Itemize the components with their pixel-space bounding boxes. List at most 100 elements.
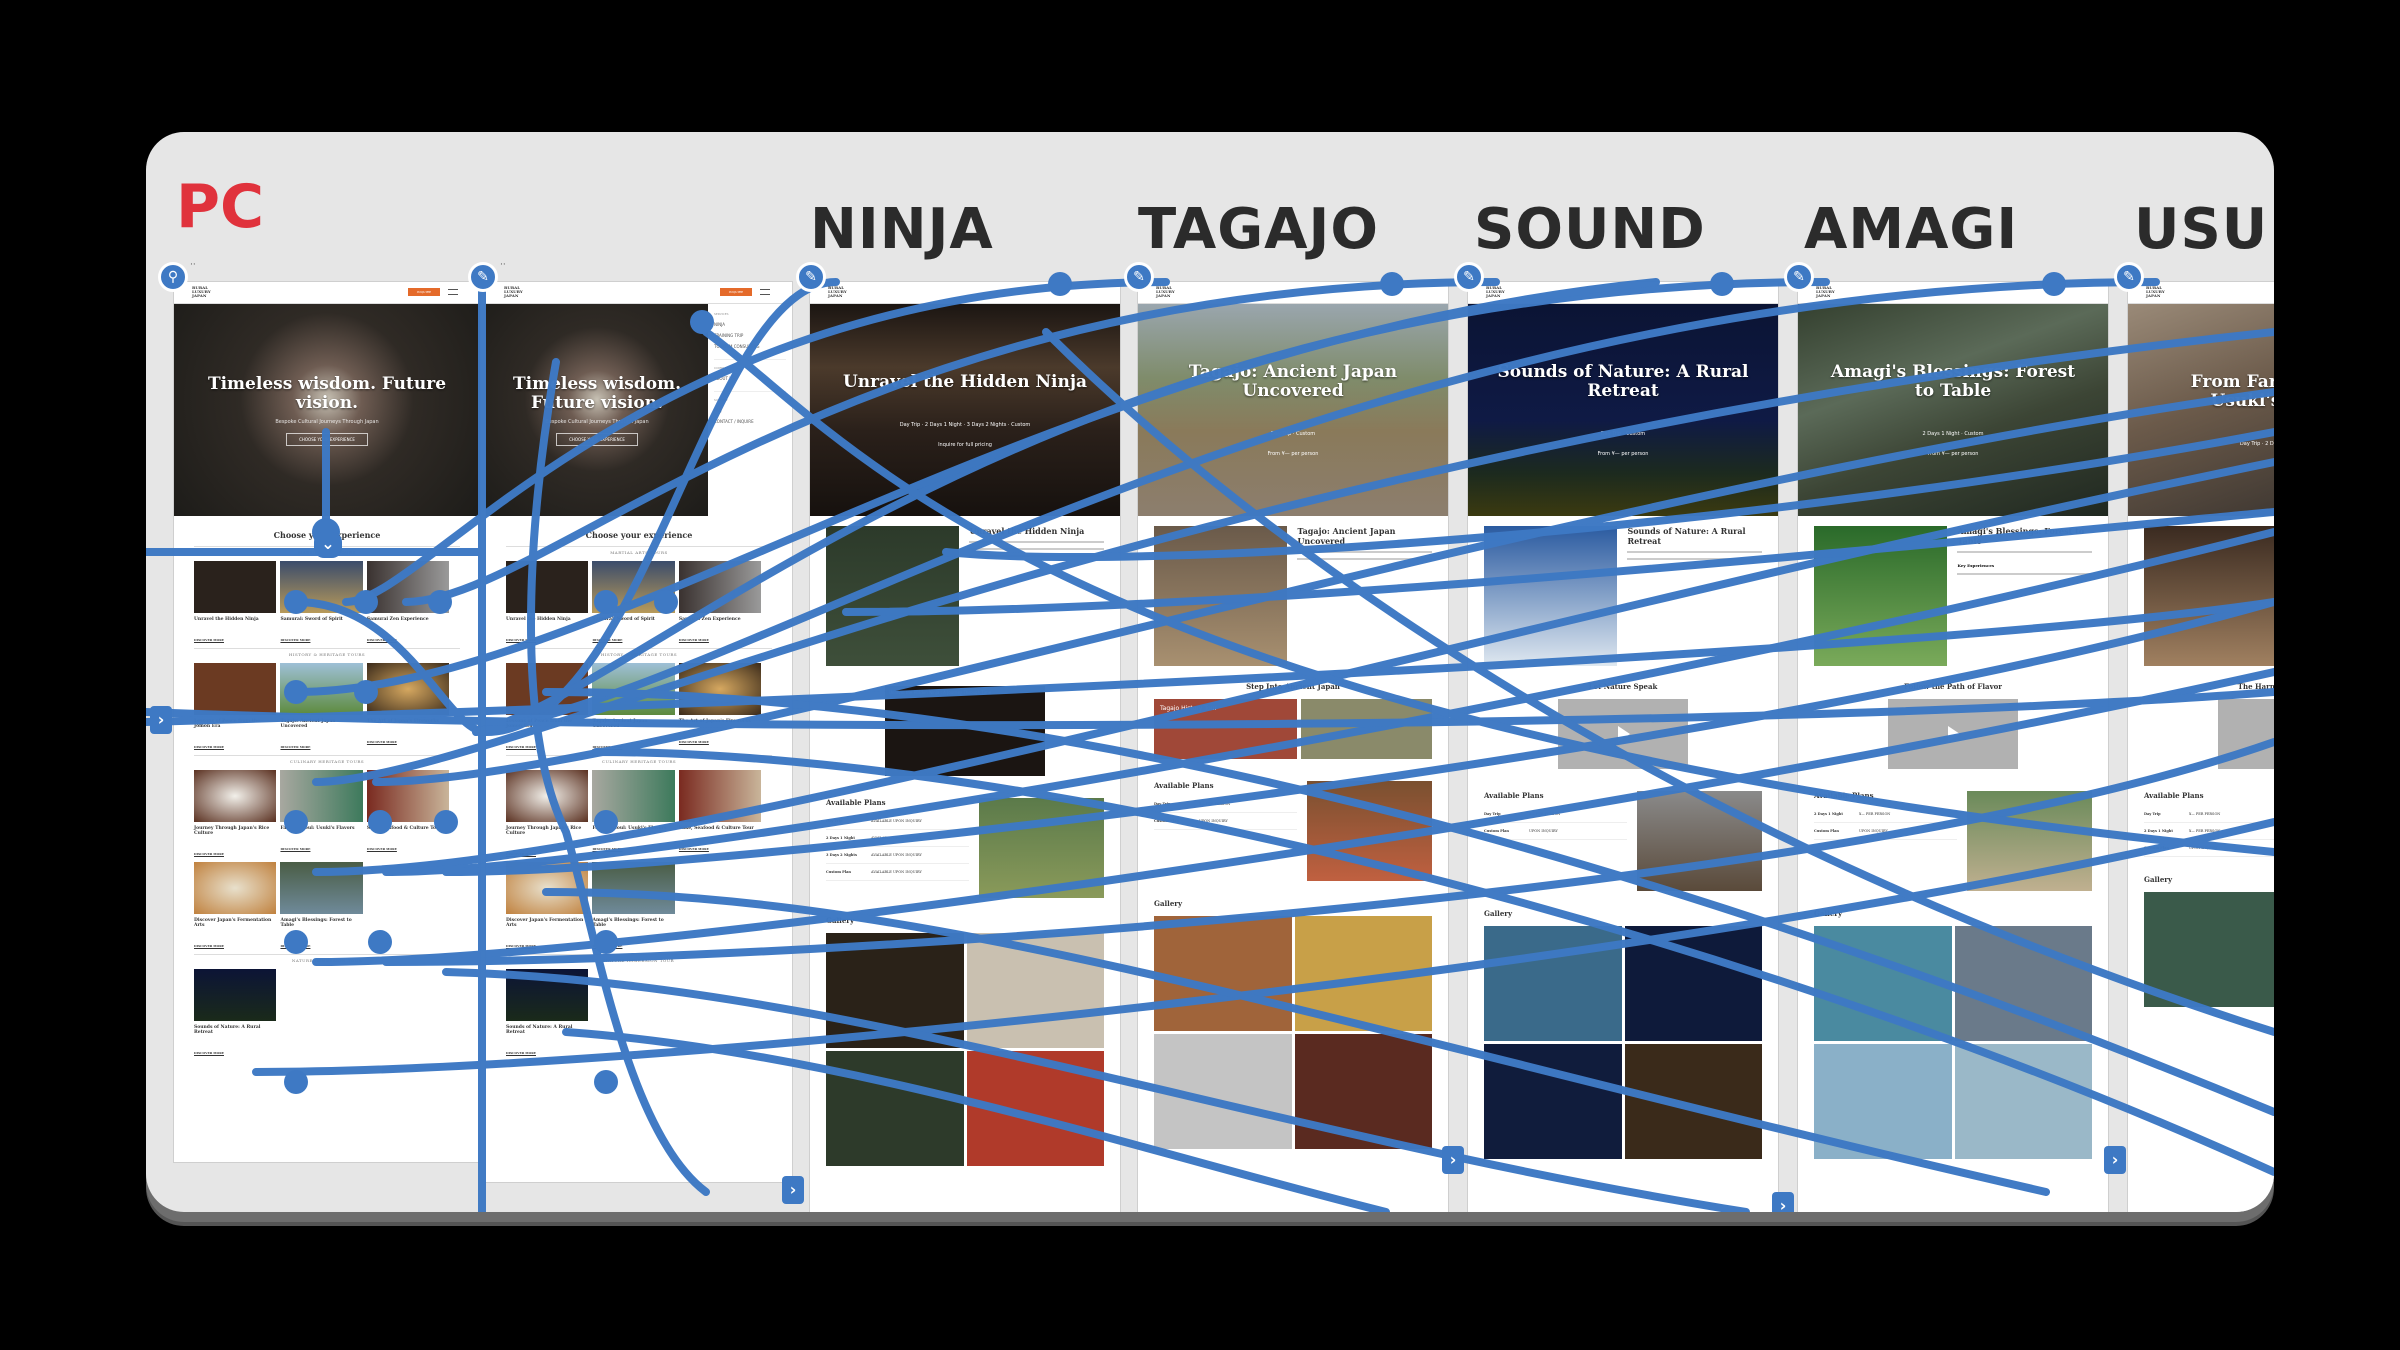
discover-more-link[interactable]: DISCOVER MORE: [506, 944, 536, 948]
menu-item[interactable]: ABOUT US: [714, 376, 735, 381]
flow-start-pin-icon[interactable]: ✎: [2114, 262, 2144, 292]
menu-item[interactable]: NINJA: [714, 322, 726, 327]
video-thumb[interactable]: Tagajo History Tour: [1154, 699, 1297, 759]
intro-title: Sounds of Nature: A Rural Retreat: [1627, 526, 1746, 546]
frame-home-menu-open[interactable]: RURAL LUXURY JAPAN INQUIRE Timeless wisd…: [486, 282, 792, 1182]
site-logo[interactable]: RURAL LUXURY JAPAN: [2146, 285, 2165, 298]
video-embed[interactable]: Unravel the Hidden Ninja : A Journey Thr…: [885, 686, 1045, 776]
discover-more-link[interactable]: DISCOVER MORE: [194, 745, 224, 749]
connection-arrow-icon[interactable]: ›: [1772, 1192, 1794, 1212]
site-logo[interactable]: RURAL LUXURY JAPAN: [504, 285, 523, 298]
menu-item[interactable]: TOURISM CONSULTING: [714, 344, 760, 349]
discover-more-link[interactable]: DISCOVER MORE: [506, 852, 536, 856]
menu-icon[interactable]: [760, 289, 770, 295]
choose-experience-button[interactable]: CHOOSE YOUR EXPERIENCE: [286, 432, 368, 446]
discover-more-link[interactable]: DISCOVER MORE: [678, 638, 709, 642]
discover-more-link[interactable]: DISCOVER MORE: [194, 1051, 224, 1055]
discover-more-link[interactable]: DISCOVER MORE: [592, 638, 623, 642]
discover-more-link[interactable]: DISCOVER MORE: [366, 740, 397, 744]
choose-experience-button[interactable]: CHOOSE YOUR EXPERIENCE: [556, 432, 638, 446]
discover-more-link[interactable]: DISCOVER MORE: [506, 638, 536, 642]
discover-more-link[interactable]: DISCOVER MORE: [194, 944, 224, 948]
plans-title: Available Plans: [1154, 781, 1214, 790]
flow-start-pin-icon[interactable]: ✎: [796, 262, 826, 292]
inquire-button[interactable]: INQUIRE: [720, 288, 752, 296]
site-logo[interactable]: RURAL LUXURY JAPAN: [828, 285, 847, 298]
connection-arrow-icon[interactable]: ›: [1442, 1146, 1464, 1174]
video-placeholder[interactable]: [1558, 699, 1688, 769]
connection-arrow-icon[interactable]: ›: [150, 706, 172, 734]
frame-usu[interactable]: RURAL LUXURY JAPAN From Farm to Soul: Us…: [2128, 282, 2274, 1212]
flow-start-pin-icon[interactable]: ✎: [468, 262, 498, 292]
menu-item[interactable]: TRAINING TRIP: [714, 333, 744, 338]
discover-more-link[interactable]: DISCOVER MORE: [366, 638, 397, 642]
video-placeholder[interactable]: [1888, 699, 2018, 769]
connection-arrow-icon[interactable]: ›: [2104, 1146, 2126, 1174]
site-logo[interactable]: RURAL LUXURY JAPAN: [1816, 285, 1835, 298]
discover-more-link[interactable]: DISCOVER MORE: [194, 852, 224, 856]
menu-item[interactable]: FAQ: [714, 408, 722, 413]
frame-handle-icon[interactable]: ··: [500, 260, 506, 270]
video-section-title: Follow the Path of Flavor: [1904, 682, 2002, 691]
flow-start-pin-icon[interactable]: ✎: [1454, 262, 1484, 292]
discover-more-link[interactable]: DISCOVER MORE: [592, 745, 623, 749]
frame-handle-icon[interactable]: ··: [190, 260, 196, 270]
discover-more-link[interactable]: DISCOVER MORE: [280, 847, 311, 851]
site-logo[interactable]: RURAL LUXURY JAPAN: [1486, 285, 1505, 298]
flow-start-pin-icon[interactable]: ⚲: [158, 262, 188, 292]
discover-more-link[interactable]: DISCOVER MORE: [366, 847, 397, 851]
discover-more-link[interactable]: DISCOVER MORE: [678, 740, 709, 744]
menu-icon[interactable]: [448, 289, 458, 295]
discover-more-link[interactable]: DISCOVER MORE: [280, 638, 311, 642]
inquire-button[interactable]: INQUIRE: [408, 288, 440, 296]
flow-start-pin-icon[interactable]: ✎: [1124, 262, 1154, 292]
frame-home[interactable]: RURAL LUXURY JAPAN INQUIRE Timeless wisd…: [174, 282, 480, 1162]
discover-more-link[interactable]: DISCOVER MORE: [506, 1051, 536, 1055]
discover-more-link[interactable]: DISCOVER MORE: [280, 745, 311, 749]
prototype-canvas[interactable]: PC NINJA TAGAJO SOUND AMAGI USU RURAL LU…: [146, 132, 2274, 1212]
site-logo[interactable]: RURAL LUXURY JAPAN: [1156, 285, 1175, 298]
video-placeholder[interactable]: [2218, 699, 2274, 769]
flow-start-pin-icon[interactable]: ✎: [1784, 262, 1814, 292]
frame-sound[interactable]: RURAL LUXURY JAPAN Sounds of Nature: A R…: [1468, 282, 1778, 1212]
frame-amagi[interactable]: RURAL LUXURY JAPAN Amagi's Blessings: Fo…: [1798, 282, 2108, 1212]
discover-more-link[interactable]: DISCOVER MORE: [678, 847, 709, 851]
frame-tagajo[interactable]: RURAL LUXURY JAPAN Tagajo: Ancient Japan…: [1138, 282, 1448, 1212]
discover-more-link[interactable]: DISCOVER MORE: [280, 944, 311, 948]
connection-arrow-icon[interactable]: ›: [782, 1176, 804, 1204]
discover-more-link[interactable]: DISCOVER MORE: [592, 847, 623, 851]
video-thumb[interactable]: [1301, 699, 1432, 759]
discover-more-link[interactable]: DISCOVER MORE: [592, 944, 623, 948]
category-label: NATURE IMMERSION TOUR: [194, 954, 460, 963]
site-logo[interactable]: RURAL LUXURY JAPAN: [192, 285, 211, 298]
discover-more-link[interactable]: DISCOVER MORE: [194, 638, 224, 642]
menu-item[interactable]: CONTACT / INQUIRE: [714, 419, 754, 424]
chevron-down-icon[interactable]: ⌄: [314, 532, 342, 558]
discover-more-link[interactable]: DISCOVER MORE: [506, 745, 536, 749]
frame-ninja[interactable]: RURAL LUXURY JAPAN Unravel the Hidden Ni…: [810, 282, 1120, 1212]
